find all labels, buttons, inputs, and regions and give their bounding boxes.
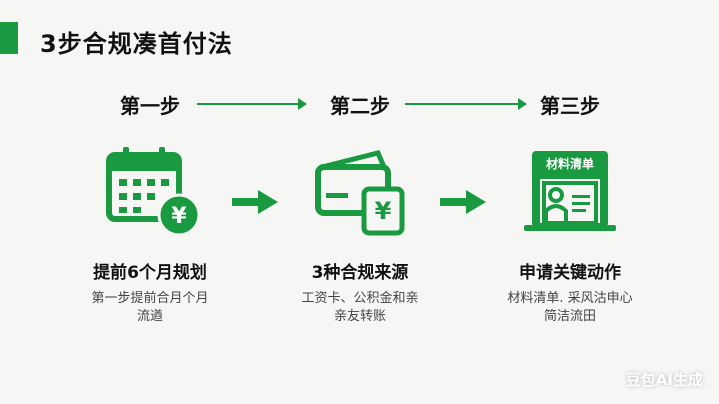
- title-accent-bar: [0, 22, 18, 54]
- card-1-heading: 提前6个月规划: [93, 263, 207, 283]
- svg-text:¥: ¥: [171, 204, 187, 229]
- wallet-yen-icon: ¥: [315, 150, 405, 236]
- watermark: 豆包AI生成: [625, 371, 703, 389]
- page-title: 3步合规凑首付法: [40, 30, 233, 58]
- card-3-heading: 申请关键动作: [519, 263, 621, 283]
- arrow-line-2: [405, 98, 527, 110]
- card-3-desc: 材料清单. 采风沽申心简洁流田: [470, 290, 670, 326]
- card-2-desc: 工资卡、公积金和亲亲友转账: [260, 290, 460, 326]
- desc-line: 亲友转账: [333, 309, 386, 324]
- desc-line: 第一步提前合月个月: [91, 291, 209, 306]
- card-1-desc: 第一步提前合月个月流遒: [50, 290, 250, 326]
- svg-text:¥: ¥: [375, 197, 392, 225]
- card-2-heading: 3种合规来源: [311, 263, 409, 283]
- materials-badge: 材料清单: [545, 157, 594, 171]
- step-2-label: 第二步: [330, 94, 390, 118]
- arrow-line-1: [197, 98, 307, 110]
- desc-line: 简洁流田: [543, 309, 596, 324]
- desc-line: 流遒: [136, 309, 163, 324]
- desc-line: 工资卡、公积金和亲: [301, 291, 419, 306]
- step-3-label: 第三步: [540, 94, 600, 118]
- right-arrow-icon: [440, 190, 486, 214]
- desc-line: 材料清单. 采风沽申心: [507, 291, 633, 306]
- step-1-label: 第一步: [120, 94, 180, 118]
- calendar-yen-icon: ¥: [106, 147, 201, 237]
- materials-list-icon: 材料清单: [522, 145, 618, 245]
- right-arrow-icon: [232, 190, 278, 214]
